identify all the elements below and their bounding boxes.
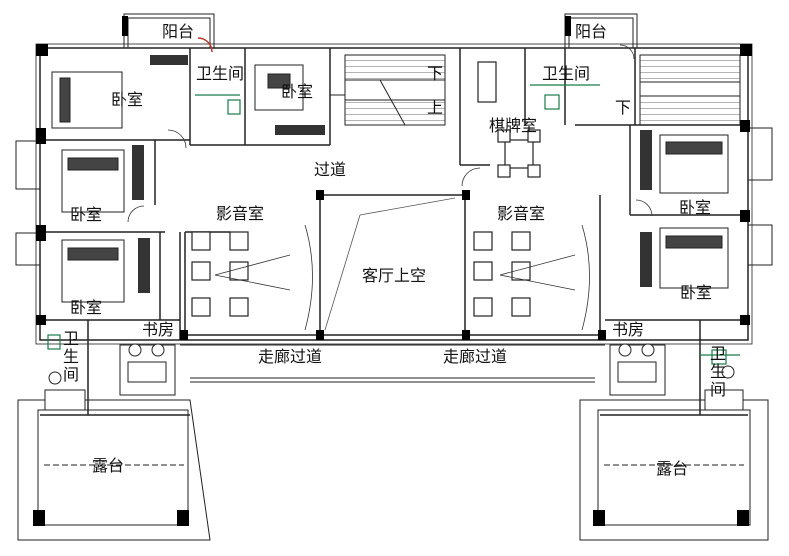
- label-bathroom-top-right: 卫生间: [542, 64, 591, 83]
- red-door: [197, 37, 213, 53]
- columns: [33, 16, 752, 526]
- label-stairs-up-left: 上: [427, 98, 444, 117]
- label-bathroom-lower-left: 卫生间: [63, 329, 80, 384]
- label-stairs-down-left: 下: [427, 64, 444, 83]
- label-living-void: 客厅上空: [362, 266, 427, 285]
- void-diagonals: [324, 197, 456, 331]
- label-balcony-right: 阳台: [575, 22, 608, 41]
- label-stairs-down-right: 下: [615, 98, 632, 117]
- doors: [127, 44, 653, 223]
- label-gallery-left: 走廊过道: [258, 347, 323, 366]
- label-av-room-right: 影音室: [497, 204, 546, 223]
- left-wing-walls: [40, 48, 331, 416]
- label-av-room-left: 影音室: [216, 204, 265, 223]
- label-study-right: 书房: [612, 320, 645, 339]
- label-bedroom-mid-right: 卧室: [679, 198, 712, 217]
- bathroom-fixtures: [47, 84, 740, 365]
- bathtubs: [44, 365, 744, 411]
- projector-lines: [214, 224, 590, 331]
- label-corridor: 过道: [314, 160, 347, 179]
- label-bedroom-lower-left: 卧室: [70, 298, 103, 317]
- label-bedroom-lower-right: 卧室: [680, 283, 713, 302]
- label-chess-room: 棋牌室: [489, 116, 538, 135]
- label-bedroom-top-left: 卧室: [111, 90, 144, 109]
- central-walls: [180, 194, 605, 336]
- beds: [51, 64, 729, 303]
- label-bathroom-top-left: 卫生间: [196, 64, 245, 83]
- label-terrace-right: 露台: [656, 459, 689, 478]
- study-desks: [119, 343, 666, 396]
- label-terrace-left: 露台: [92, 456, 125, 475]
- side-bay-windows: [15, 127, 773, 266]
- label-bedroom-top-center: 卧室: [281, 82, 314, 101]
- label-study-left: 书房: [142, 320, 175, 339]
- gallery-lines: [180, 344, 605, 383]
- stairs: [330, 54, 741, 126]
- chess-table: [477, 61, 541, 178]
- right-wing-walls: [459, 48, 748, 416]
- outer-walls: [35, 43, 753, 345]
- label-bathroom-lower-right: 卫生间: [710, 344, 727, 399]
- wardrobes: [132, 55, 652, 293]
- label-balcony-left: 阳台: [162, 22, 195, 41]
- label-gallery-right: 走廊过道: [443, 347, 508, 366]
- av-seats: [191, 231, 531, 317]
- top-balconies: [123, 13, 638, 49]
- label-bedroom-mid-left: 卧室: [70, 205, 103, 224]
